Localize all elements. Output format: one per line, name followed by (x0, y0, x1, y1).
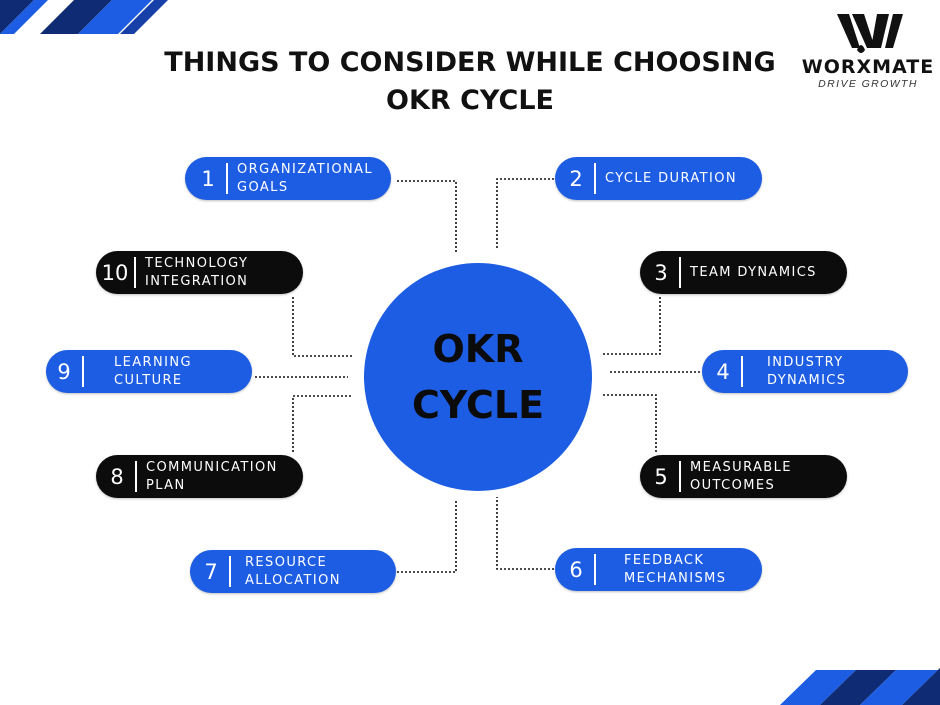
factor-4-pill: 4 INDUSTRY DYNAMICS (702, 350, 908, 393)
connector-5 (603, 394, 657, 452)
connector-6 (496, 497, 554, 570)
factor-10-number: 10 (96, 257, 136, 288)
factor-6-pill: 6 FEEDBACK MECHANISMS (555, 548, 762, 591)
factor-1-number: 1 (190, 163, 228, 194)
factor-5-pill: 5 MEASURABLE OUTCOMES (640, 455, 847, 498)
connector-10 (292, 297, 352, 357)
factor-3-label: TEAM DYNAMICS (690, 264, 817, 280)
factor-8-pill: 8 COMMUNICATION PLAN (96, 455, 303, 498)
factor-10-pill: 10 TECHNOLOGY INTEGRATION (96, 251, 303, 294)
bottom-right-corner-shape (780, 668, 940, 705)
factor-2-pill: 2 CYCLE DURATION (555, 157, 762, 200)
factor-6-number: 6 (558, 554, 596, 585)
factor-2-label: CYCLE DURATION (605, 170, 737, 186)
connector-lines (255, 178, 700, 573)
connector-3 (603, 297, 661, 355)
connector-2 (496, 178, 554, 250)
factor-1-pill: 1 ORGANIZATIONAL GOALS (185, 157, 391, 200)
factor-4-label: INDUSTRY DYNAMICS (767, 354, 847, 388)
factor-7-number: 7 (193, 556, 231, 587)
factor-9-label: LEARNING CULTURE (114, 354, 192, 388)
factor-7-label: RESOURCE ALLOCATION (245, 554, 341, 588)
factor-5-label: MEASURABLE OUTCOMES (690, 459, 792, 493)
factor-3-number: 3 (643, 257, 681, 288)
factor-10-label: TECHNOLOGY INTEGRATION (145, 255, 249, 289)
connector-8 (292, 395, 352, 452)
hub-label: OKR CYCLE (411, 327, 545, 427)
factor-4-number: 4 (705, 356, 743, 387)
factor-9-pill: 9 LEARNING CULTURE (46, 350, 252, 393)
factor-5-number: 5 (643, 461, 681, 492)
logo-wordmark: WORXMATE (801, 56, 935, 78)
factor-2-number: 2 (558, 163, 596, 194)
factor-9-number: 9 (46, 356, 84, 387)
connector-1 (397, 180, 457, 252)
logo-tagline: DRIVE GROWTH (818, 78, 918, 90)
connector-7 (397, 500, 457, 573)
logo-mark-icon (837, 14, 903, 53)
factor-8-number: 8 (99, 461, 137, 492)
factor-1-label: ORGANIZATIONAL GOALS (237, 161, 374, 195)
factor-6-label: FEEDBACK MECHANISMS (624, 552, 727, 586)
worxmate-logo: WORXMATE DRIVE GROWTH (797, 10, 939, 95)
factor-8-label: COMMUNICATION PLAN (146, 459, 278, 493)
okr-cycle-hub: OKR CYCLE (364, 263, 592, 491)
page-title-text: THINGS TO CONSIDER WHILE CHOOSING OKR CY… (164, 47, 776, 116)
factor-7-pill: 7 RESOURCE ALLOCATION (190, 550, 396, 593)
top-left-corner-shape (0, 0, 168, 34)
factor-3-pill: 3 TEAM DYNAMICS (640, 251, 847, 294)
page-title: THINGS TO CONSIDER WHILE CHOOSING OKR CY… (140, 44, 800, 120)
